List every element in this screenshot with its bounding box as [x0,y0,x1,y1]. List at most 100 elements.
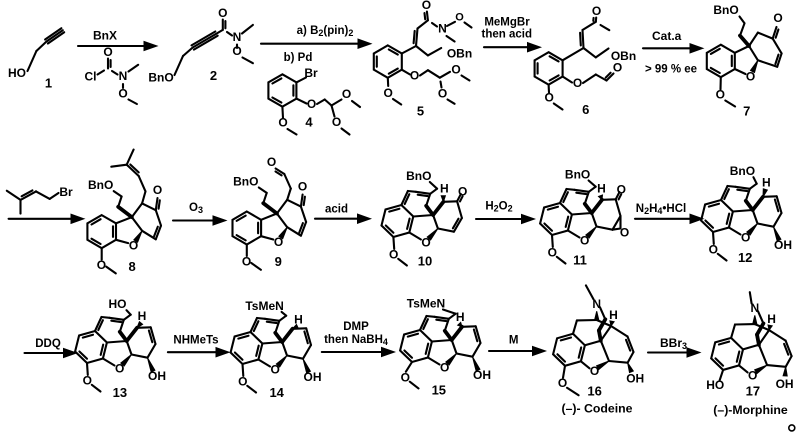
svg-text:O: O [332,115,341,129]
svg-text:16: 16 [587,383,601,398]
svg-text:O: O [267,155,276,169]
svg-text:Br: Br [304,66,318,80]
svg-text:H: H [440,182,449,196]
svg-text:O: O [218,6,227,20]
svg-text:12: 12 [738,250,752,265]
svg-text:O: O [438,87,447,101]
svg-text:acid: acid [325,204,348,216]
svg-text:17: 17 [746,383,760,398]
svg-text:O: O [573,76,582,90]
svg-text:O: O [238,374,247,388]
svg-text:4: 4 [305,115,313,130]
svg-text:6: 6 [582,102,589,117]
svg-text:O: O [242,255,251,269]
svg-text:MeMgBr: MeMgBr [484,16,530,28]
svg-text:BnO: BnO [88,178,113,192]
svg-text:> 99 % ee: > 99 % ee [645,64,697,76]
svg-text:O: O [455,12,464,24]
svg-text:H: H [456,310,465,324]
svg-text:BBr3: BBr3 [660,336,687,351]
svg-text:11: 11 [573,253,587,268]
svg-text:BnO: BnO [233,175,258,189]
svg-text:O: O [590,364,599,378]
svg-text:O: O [709,242,718,256]
svg-text:O: O [421,235,430,249]
svg-text:Cat.a: Cat.a [652,29,682,43]
svg-text:14: 14 [269,385,284,400]
svg-text:15: 15 [432,382,446,397]
svg-text:1: 1 [45,76,52,91]
svg-text:N: N [750,301,759,315]
svg-text:OBn: OBn [611,49,636,63]
svg-text:O: O [115,361,124,375]
svg-text:O: O [545,91,554,105]
svg-text:O3: O3 [189,202,203,215]
svg-text:O: O [741,230,750,244]
svg-text:O: O [746,69,755,83]
svg-text:O: O [278,116,287,130]
svg-text:TsMeN: TsMeN [245,299,283,313]
svg-text:O: O [97,258,106,272]
svg-text:NHMeTs: NHMeTs [173,335,218,347]
svg-text:N: N [233,30,242,44]
svg-text:2: 2 [210,68,217,83]
svg-text:O: O [129,238,138,252]
svg-text:OH: OH [148,369,166,383]
svg-text:BnO: BnO [730,164,755,178]
svg-text:9: 9 [275,254,282,269]
svg-text:O: O [592,4,601,18]
svg-text:O: O [422,0,431,12]
svg-text:O: O [451,63,460,77]
svg-text:HO: HO [8,66,26,80]
svg-text:H: H [767,312,776,326]
svg-text:O: O [613,61,622,75]
svg-text:H: H [762,175,771,189]
svg-text:O: O [748,368,757,382]
svg-text:N2H4•HCl: N2H4•HCl [636,203,687,216]
svg-text:OBn: OBn [447,47,472,61]
svg-text:10: 10 [418,253,432,268]
svg-text:Cl: Cl [85,70,97,84]
svg-text:H: H [294,312,303,326]
svg-text:O: O [716,88,725,102]
svg-text:O: O [274,235,283,249]
svg-text:O: O [440,360,449,374]
svg-text:OH: OH [776,377,794,391]
svg-text:HO: HO [109,297,127,311]
svg-text:O: O [118,87,127,101]
svg-text:DDQ: DDQ [35,338,61,350]
svg-text:O: O [232,44,241,58]
svg-text:BnO: BnO [565,168,590,182]
svg-text:OH: OH [473,368,491,382]
svg-text:O: O [773,11,782,25]
svg-text:O: O [410,69,419,83]
svg-text:HO: HO [706,378,724,392]
svg-text:then NaBH4: then NaBH4 [324,334,388,347]
svg-text:O: O [389,247,398,261]
svg-text:O: O [548,245,557,259]
svg-text:O: O [558,376,567,390]
svg-text:O: O [617,183,626,197]
svg-text:O: O [271,362,280,376]
svg-text:DMP: DMP [343,321,369,333]
svg-text:H: H [597,182,606,196]
svg-text:O: O [307,97,316,111]
svg-text:BnO: BnO [148,71,173,85]
svg-text:N: N [119,69,128,83]
svg-text:b) Pd: b) Pd [284,52,313,64]
svg-text:BnO: BnO [406,169,431,183]
svg-text:O: O [401,370,410,384]
svg-text:N: N [592,297,601,311]
svg-text:OH: OH [774,238,792,252]
svg-text:a) B2(pin)2: a) B2(pin)2 [297,25,354,38]
svg-text:OH: OH [626,371,644,385]
svg-text:(–)-Morphine: (–)-Morphine [713,403,788,417]
svg-text:O: O [458,185,467,199]
svg-text:H: H [138,309,147,323]
svg-text:H2O2: H2O2 [485,201,512,214]
svg-text:M: M [509,335,519,347]
svg-text:N: N [438,21,447,35]
svg-text:BnO: BnO [713,3,738,17]
svg-text:BnX: BnX [93,29,117,43]
svg-text:8: 8 [128,259,135,274]
